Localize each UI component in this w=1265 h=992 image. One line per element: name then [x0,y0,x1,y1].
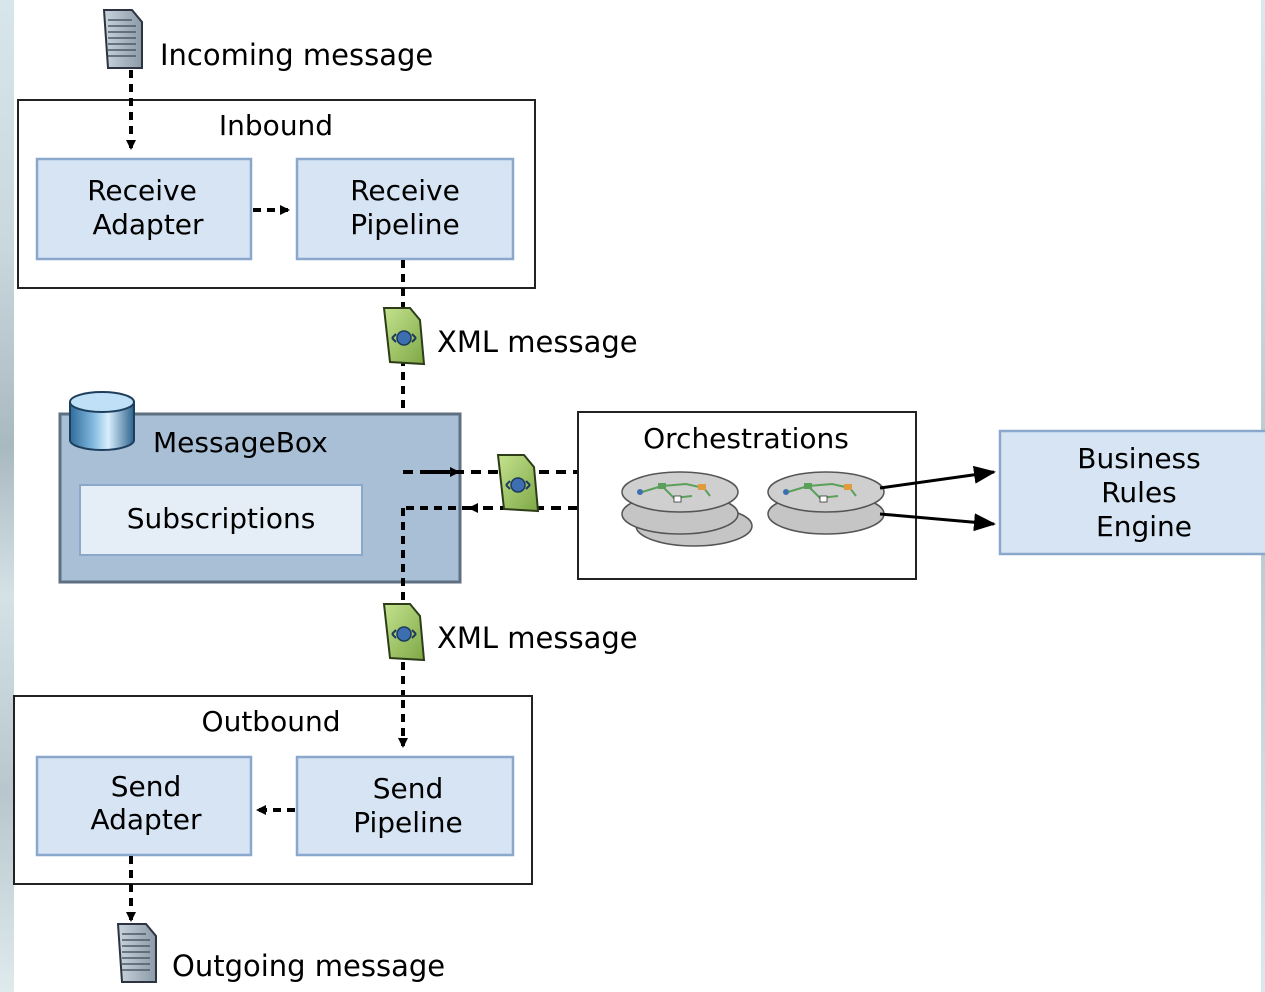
bre-label-3: Engine [1096,510,1192,543]
incoming-message: Incoming message [103,9,433,72]
orchestrations-label: Orchestrations [643,422,849,455]
xml-document-icon [383,307,425,365]
messagebox-label: MessageBox [153,426,328,459]
outgoing-message-label: Outgoing message [172,949,445,983]
outgoing-message: Outgoing message [117,923,445,983]
outbound-label: Outbound [202,705,341,738]
receive-adapter-label-2: Adapter [92,208,204,241]
bre-label-2: Rules [1101,476,1177,509]
receive-pipeline-label-1: Receive [350,174,460,207]
send-pipeline-box [295,755,515,857]
incoming-message-label: Incoming message [160,38,433,72]
xml-document-icon [383,603,425,661]
bre-label-1: Business [1077,442,1200,475]
receive-pipeline-box [295,157,515,261]
business-rules-engine-box [998,429,1265,556]
orchestration-disk-icon [621,471,753,547]
receive-pipeline-label-2: Pipeline [350,208,460,241]
database-icon [69,391,135,451]
send-adapter-box [35,755,253,857]
orchestration-to-bre-arrow [879,465,996,490]
send-pipeline-label-1: Send [373,772,444,805]
send-adapter-label-2: Adapter [90,803,202,836]
send-adapter-label-1: Send [111,770,182,803]
subscriptions-label: Subscriptions [127,502,316,535]
xml-message-bottom-label: XML message [437,621,638,655]
inbound-label: Inbound [219,109,333,142]
receive-adapter-label-1: Receive [87,174,197,207]
xml-message-top-label: XML message [437,325,638,359]
document-icon [103,9,143,69]
document-icon [117,923,157,983]
send-pipeline-label-2: Pipeline [353,806,463,839]
orchestration-disk-icon [767,471,885,535]
orchestration-to-bre-arrow [879,512,996,532]
background-strip-left [0,0,14,992]
xml-document-icon [497,454,539,512]
subscriptions-box [79,484,363,556]
receive-adapter-box [35,157,253,261]
